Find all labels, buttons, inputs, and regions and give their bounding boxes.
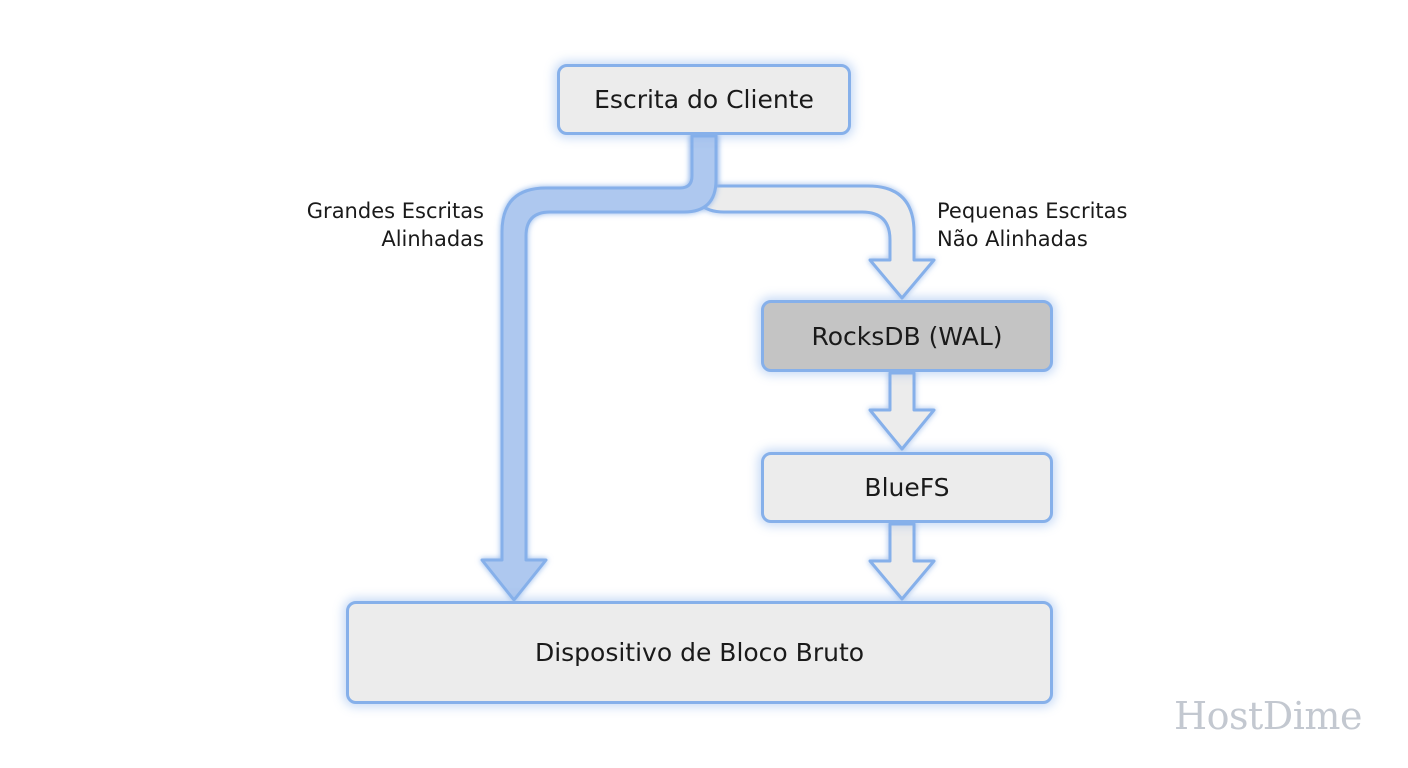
large-writes-arrow (480, 134, 718, 602)
bluefs-node: BlueFS (761, 452, 1053, 523)
client-write-node: Escrita do Cliente (557, 64, 851, 135)
small-writes-label-line2: Não Alinhadas (937, 227, 1088, 251)
hostdime-watermark: HostDime (1174, 694, 1362, 738)
rocksdb-wal-node: RocksDB (WAL) (761, 300, 1053, 372)
small-writes-label-line1: Pequenas Escritas (937, 199, 1128, 223)
rocksdb-to-bluefs-arrow (868, 371, 936, 451)
small-writes-arrow (690, 134, 936, 300)
large-writes-label: Grandes Escritas Alinhadas (307, 197, 484, 253)
raw-block-device-node: Dispositivo de Bloco Bruto (346, 601, 1053, 704)
raw-block-device-label: Dispositivo de Bloco Bruto (534, 638, 865, 667)
small-writes-label: Pequenas Escritas Não Alinhadas (937, 197, 1127, 253)
large-writes-label-line1: Grandes Escritas (306, 199, 484, 223)
rocksdb-wal-label: RocksDB (WAL) (811, 321, 1003, 351)
bluefs-to-raw-arrow (868, 522, 936, 601)
large-writes-label-line2: Alinhadas (381, 227, 484, 251)
client-write-label: Escrita do Cliente (594, 85, 814, 114)
bluefs-label: BlueFS (864, 473, 950, 502)
